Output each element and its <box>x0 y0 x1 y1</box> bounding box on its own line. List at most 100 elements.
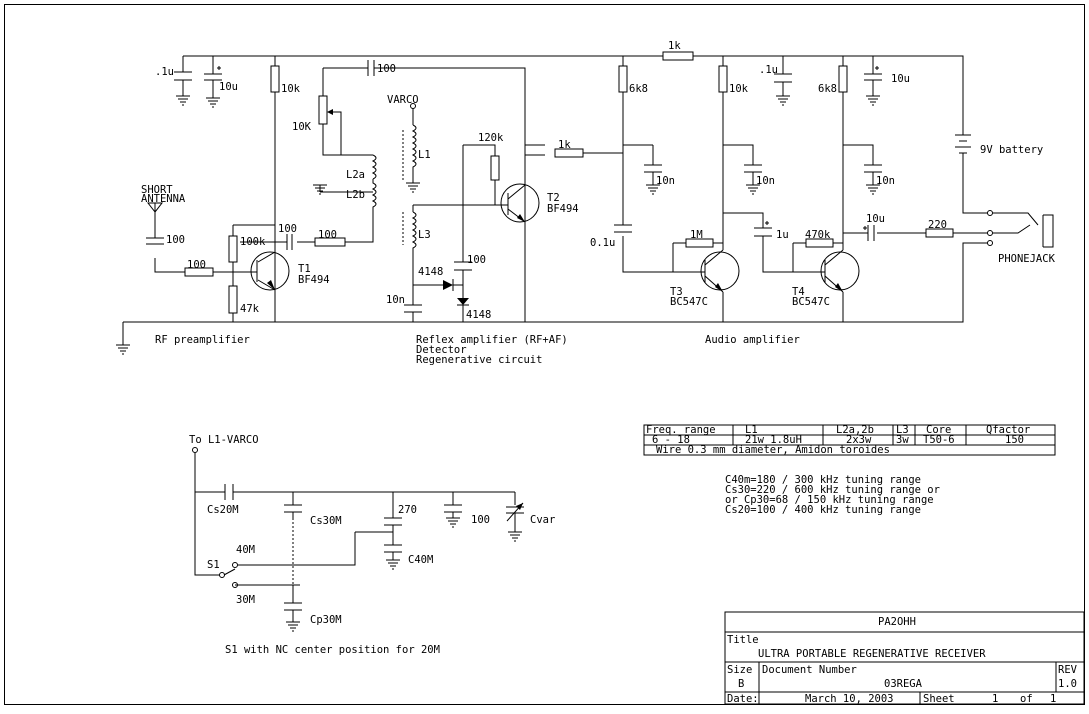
section-reflex: Reflex amplifier (RF+AF) <box>416 334 568 346</box>
resistor-100-antenna <box>184 267 214 277</box>
label-r-10k-t3: 10k <box>729 83 749 95</box>
transistor-t4 <box>820 249 860 293</box>
coil-table <box>643 424 1056 456</box>
label-antenna: ANTENNA <box>141 193 186 205</box>
coil-note: Wire 0.3 mm diameter, Amidon toroides <box>656 444 890 456</box>
labels: .1u 10u 10k 100 10K VARCO L1 L2a L2b L3 … <box>141 40 1056 321</box>
section-detector: Detector <box>416 344 467 356</box>
date-value: March 10, 2003 <box>805 693 894 705</box>
label-30m: 30M <box>236 594 255 606</box>
label-c-1u-c: 1u <box>776 229 789 241</box>
size-value: B <box>738 678 744 690</box>
of-label: of <box>1020 693 1033 705</box>
label-l1: L1 <box>418 149 431 161</box>
label-c-10u-out: 10u <box>866 213 885 225</box>
cap-10n-a <box>644 164 662 173</box>
cap-01u-b <box>774 73 792 83</box>
size-label: Size <box>727 664 752 676</box>
resistor-6k8-b <box>838 65 848 93</box>
resistor-470k <box>805 238 834 248</box>
label-r-1m: 1M <box>690 229 703 241</box>
title-block-text: PA2OHH Title ULTRA PORTABLE REGENERATIVE… <box>727 616 1078 705</box>
label-c40m: C40M <box>408 554 433 566</box>
label-c-100-det: 100 <box>467 254 486 266</box>
cap-10n-c <box>864 164 882 173</box>
resistor-10k-t1 <box>270 65 280 93</box>
label-c-100-top: 100 <box>377 63 396 75</box>
transistor-t1 <box>250 251 290 291</box>
label-s1-note: S1 with NC center position for 20M <box>225 644 440 656</box>
label-to-l1: To L1-VARCO <box>189 434 259 446</box>
audio-wiring <box>623 144 988 273</box>
label-r-100-l2: 100 <box>318 229 337 241</box>
cap-01u-top <box>174 71 192 81</box>
label-c-100-base: 100 <box>278 223 297 235</box>
section-audio: Audio amplifier <box>705 334 800 346</box>
label-t1-type: BF494 <box>298 274 330 286</box>
company-name: PA2OHH <box>878 616 916 628</box>
label-t2-type: BF494 <box>547 203 579 215</box>
label-r-220: 220 <box>928 219 947 231</box>
cap-100-det <box>454 261 472 271</box>
coil-value-l2: 2x3w <box>846 434 872 446</box>
label-r-470k: 470k <box>805 229 831 241</box>
coil-header-l3: L3 <box>896 424 909 436</box>
label-t2: T2 <box>547 192 560 204</box>
label-t3-type: BC547C <box>670 296 708 308</box>
coil-value-l1: 21w 1.8uH <box>745 434 802 446</box>
tuning-note-3: or Cp30=68 / 150 kHz tuning range <box>725 494 934 506</box>
label-c-10n-b: 10n <box>756 175 775 187</box>
label-d-4148-a: 4148 <box>418 266 443 278</box>
label-r-100-ant: 100 <box>187 259 206 271</box>
label-phonejack: PHONEJACK <box>998 253 1056 265</box>
resistor-1k-top <box>662 51 694 61</box>
label-c-01u-b: .1u <box>759 64 778 76</box>
coil-value-q: 150 <box>1005 434 1024 446</box>
inductor-l2 <box>371 154 377 221</box>
label-c-10u-top: 10u <box>219 81 238 93</box>
label-pot-10k: 10K <box>292 121 312 133</box>
resistor-6k8-a <box>618 65 628 93</box>
inductor-l3 <box>411 211 417 256</box>
rev-label: REV <box>1058 664 1078 676</box>
resistor-220 <box>925 228 954 238</box>
coil-header-l2: L2a,2b <box>836 424 874 436</box>
tuning-note-4: Cs20=100 / 400 kHz tuning range <box>725 504 921 516</box>
coil-table-text: Freq. range L1 L2a,2b L3 Core Qfactor 6 … <box>646 424 1030 456</box>
label-c-10n-c: 10n <box>876 175 895 187</box>
label-r-6k8-a: 6k8 <box>629 83 648 95</box>
label-r-47k: 47k <box>240 303 260 315</box>
reflex-wiring <box>412 108 623 322</box>
title-label: Title <box>727 634 759 646</box>
cap-10u-top <box>204 73 222 81</box>
cap-10u-b <box>864 73 882 81</box>
label-cvar: Cvar <box>530 514 555 526</box>
antenna-icon <box>146 202 164 213</box>
label-c270: 270 <box>398 504 417 516</box>
diodes <box>443 279 469 306</box>
supply-rail <box>182 55 988 322</box>
phonejack-icon <box>987 210 1054 248</box>
capacitors <box>146 60 882 313</box>
label-cs20m: Cs20M <box>207 504 239 516</box>
resistor-10k-t3 <box>718 65 728 93</box>
resistor-47k <box>228 285 238 314</box>
docnum-label: Document Number <box>762 664 857 676</box>
label-40m: 40M <box>236 544 255 556</box>
cap-100-base <box>286 234 293 250</box>
docnum-value: 03REGA <box>884 678 923 690</box>
sheet-value: 1 <box>992 693 998 705</box>
sheets-value: 1 <box>1050 693 1056 705</box>
label-c-01u-coupling: 0.1u <box>590 237 615 249</box>
title-block <box>724 611 1085 705</box>
coil-header-freq: Freq. range <box>646 424 716 436</box>
section-rf-preamp: RF preamplifier <box>155 334 250 346</box>
tank-labels: To L1-VARCO Cs20M Cs30M 270 100 Cvar C40… <box>189 434 555 656</box>
section-labels: RF preamplifier Reflex amplifier (RF+AF)… <box>155 334 800 366</box>
label-l3: L3 <box>418 229 431 241</box>
resistor-100-l2 <box>314 237 346 247</box>
tuning-note-2: Cs30=220 / 600 kHz tuning range or <box>725 484 940 496</box>
label-battery: 9V battery <box>980 144 1043 156</box>
diode-4148-a <box>443 280 453 290</box>
